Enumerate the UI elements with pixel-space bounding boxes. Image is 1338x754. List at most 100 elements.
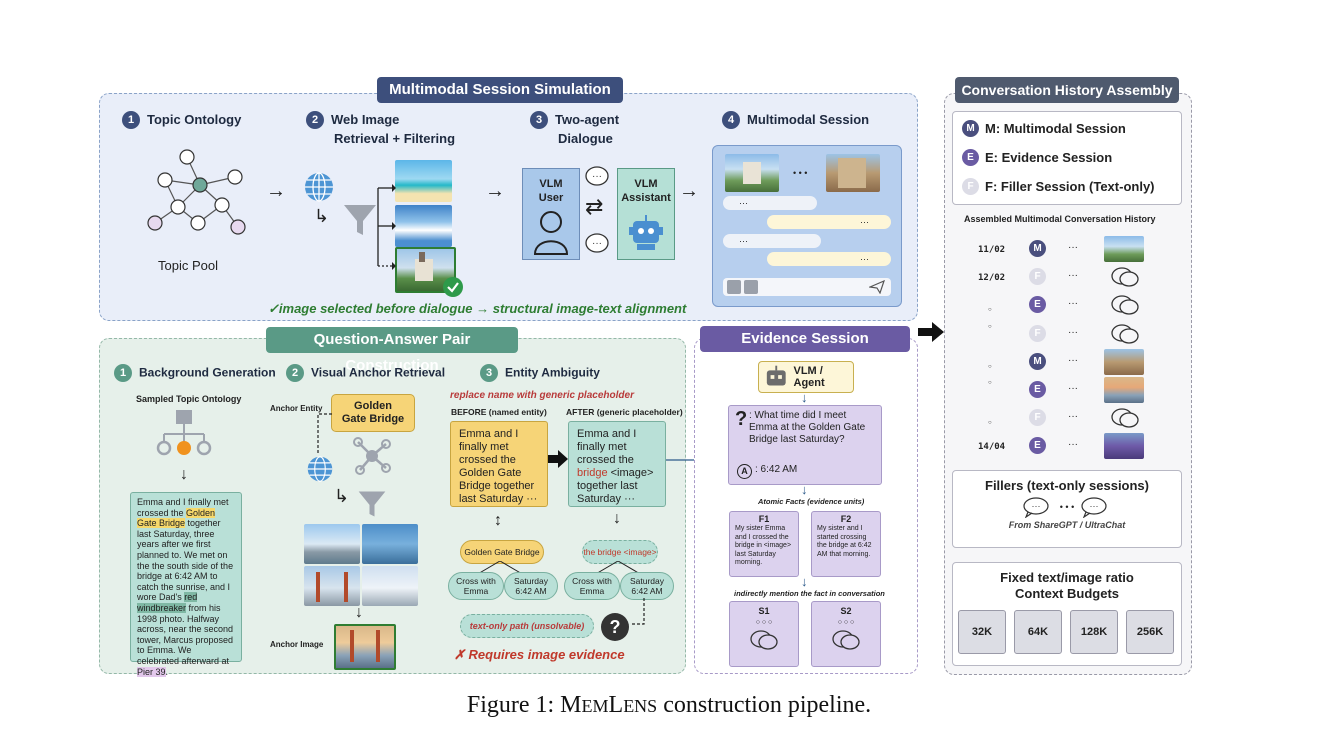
budget-256k: 256K [1126, 610, 1174, 654]
chat-dots-icon: ··· [1023, 497, 1049, 518]
topic-pool-label: Topic Pool [158, 258, 218, 273]
row-ellipsis: ··· [1068, 439, 1078, 450]
chat-icon [1111, 408, 1139, 428]
dashed-arrow-icon [630, 598, 645, 625]
question-icon: ? [735, 408, 748, 430]
chat-message-assistant: ··· [767, 252, 891, 266]
arrow-down-icon: ↓ [613, 510, 621, 527]
session-s2: S2 ○ ○ ○ [811, 601, 881, 667]
filter-icon [344, 205, 376, 235]
budget-32k: 32K [958, 610, 1006, 654]
history-row: 14/04 E ··· [970, 433, 1150, 459]
arrow-down-icon: ↓ [801, 390, 808, 405]
row-ellipsis: ··· [1068, 383, 1078, 394]
chat-message-user: ··· [723, 234, 821, 248]
esc-title: Evidence Session Construction [700, 326, 910, 373]
vertical-dot: ○ [988, 307, 992, 313]
history-row: ○F··· [970, 405, 1150, 431]
step-number: 2 [306, 110, 324, 129]
retrieved-image-bridge-4 [362, 566, 418, 606]
question-icon: ? [601, 613, 629, 641]
double-arrow-icon: ↕ [494, 512, 502, 529]
figure-caption: Figure 1: MEMLENS construction pipeline. [466, 692, 872, 718]
requires-image-evidence: ✗ Requires image evidence [454, 647, 625, 662]
exchange-arrows-icon: ⇄ [585, 194, 604, 219]
send-icon[interactable] [869, 280, 885, 294]
step-number: 4 [722, 110, 740, 129]
message-input-field[interactable] [723, 278, 891, 296]
retrieved-image-bridge-1 [304, 524, 360, 564]
step-number: 1 [114, 364, 132, 382]
history-date: 12/02 [978, 273, 1006, 283]
legend-box [952, 111, 1182, 205]
history-row: ○E··· [970, 377, 1150, 403]
session-type-badge: E [1029, 437, 1046, 454]
globe-icon [305, 172, 333, 202]
topic-ontology-graph-icon [147, 149, 246, 235]
dashed-connector-icon [317, 413, 332, 454]
network-hub-icon [353, 437, 391, 475]
chat-icon [1111, 267, 1139, 287]
image-upload-icon[interactable] [727, 280, 759, 294]
svg-text:···: ··· [592, 171, 602, 182]
vertical-dot: ○ [988, 324, 992, 330]
session-type-badge: M [1029, 240, 1046, 257]
chat-dots-icon: ··· [1081, 497, 1107, 518]
candidate-image-sky [395, 205, 452, 247]
before-label: BEFORE (named entity) [451, 407, 547, 417]
arrow-icon: → [266, 180, 286, 202]
session-type-badge: E [1029, 381, 1046, 398]
svg-text:?: ? [610, 617, 621, 637]
arrow-down-icon: ↓ [180, 466, 188, 483]
atomic-facts-label: Atomic Facts (evidence units) [758, 497, 865, 506]
after-text-box: Emma and I finally met crossed the bridg… [568, 421, 666, 507]
session-type-badge: F [1029, 268, 1046, 285]
arrow-icon: ↳ [314, 206, 330, 226]
qa-box: ? : What time did I meet Emma at the Gol… [728, 405, 882, 485]
replace-note: replace name with generic placeholder [450, 390, 634, 401]
session-type-badge: M [1029, 353, 1046, 370]
session-s1: S1 ○ ○ ○ [729, 601, 799, 667]
vertical-dot: ○ [988, 420, 992, 426]
arrow-down-icon: ↓ [355, 604, 363, 621]
checkmark-icon [443, 277, 463, 297]
ellipsis: • • • [793, 168, 808, 178]
history-date: 14/04 [978, 442, 1006, 452]
session-type-badge: F [1029, 409, 1046, 426]
assembled-title: Assembled Multimodal Conversation Histor… [964, 214, 1156, 224]
history-row: ○E··· [970, 292, 1150, 318]
step-number: 2 [286, 364, 304, 382]
fillers-box: Fillers (text-only sessions) ··· • • • ·… [952, 470, 1182, 548]
big-arrow-icon [548, 450, 568, 473]
step-number: 3 [480, 364, 498, 382]
row-ellipsis: ··· [1068, 298, 1078, 309]
robot-icon [766, 365, 786, 386]
big-arrow-icon [918, 322, 944, 342]
mss-caption: ✓image selected before dialogue → struct… [268, 301, 687, 316]
retrieved-image-bridge-3 [304, 566, 360, 606]
agent-box: VLM / Agent [758, 361, 854, 393]
mss-title: Multimodal Session Simulation [377, 77, 623, 103]
step-number: 1 [122, 110, 140, 129]
chat-bubble-icon: ··· [585, 233, 609, 253]
session-thumbnail [1104, 236, 1144, 262]
globe-icon [307, 456, 333, 482]
arrow-down-icon: ↓ [801, 482, 808, 497]
before-text-box: Emma and I finally met crossed the Golde… [450, 421, 548, 507]
chat-icon [1111, 324, 1139, 344]
cha-title: Conversation History Assembly [955, 77, 1179, 103]
anchor-image-label: Anchor Image [270, 640, 324, 649]
